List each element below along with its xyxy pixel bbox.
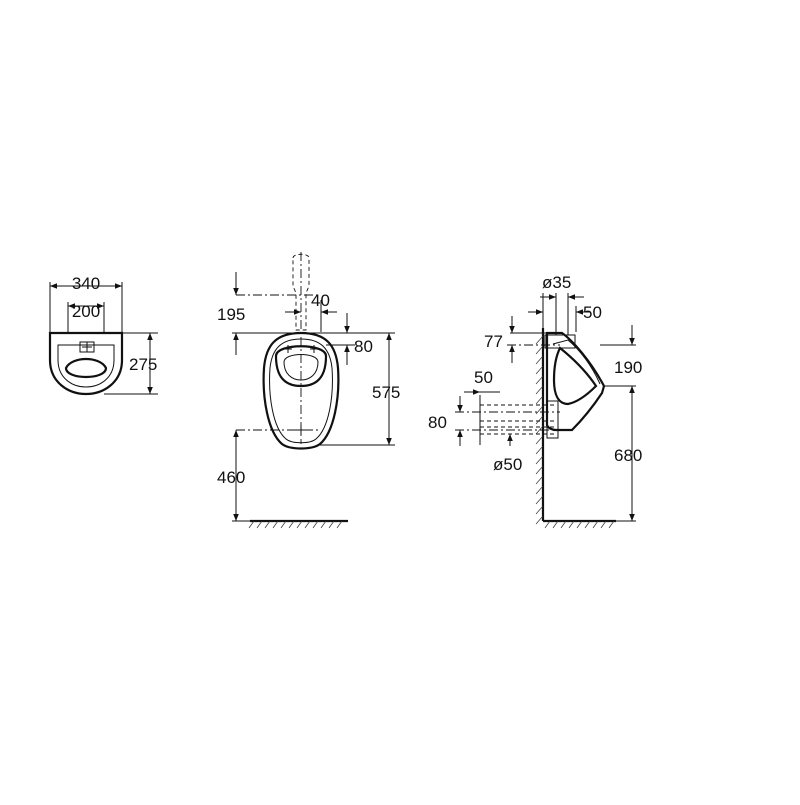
side-floor-hatch [544,520,615,529]
inlet-pipe-outline [292,253,310,331]
floor-hatch [248,520,343,529]
dim-label-50-outlet: 50 [474,368,493,387]
dim-label-575: 575 [372,383,400,402]
dim-label-680: 680 [614,446,642,465]
fixing-point-left-icon [284,345,292,353]
dim-label-200: 200 [72,302,100,321]
top-view: 340 200 275 [48,274,158,396]
dim-label-80: 80 [354,337,373,356]
dim-label-195: 195 [217,305,245,324]
side-view: ø35 50 77 190 50 80 ø50 680 [428,273,642,529]
dim-label-460: 460 [217,468,245,487]
dim-label-77: 77 [484,332,503,351]
dim-label-340: 340 [72,274,100,293]
top-view-bowl [48,331,124,396]
dim-label-d35: ø35 [542,273,571,292]
wall-hatch [535,335,544,525]
dim-label-190: 190 [614,358,642,377]
outlet-marker-icon [296,425,306,435]
dim-label-50-top: 50 [583,303,602,322]
dim-label-80-outlet: 80 [428,413,447,432]
dim-label-40: 40 [311,291,330,310]
front-view: 195 40 80 575 460 [217,252,400,529]
side-view-bowl [545,331,606,432]
dim-label-275: 275 [129,355,157,374]
front-view-bowl [262,331,340,450]
outlet-connector [546,400,559,439]
fixing-point-right-icon [310,345,318,353]
dim-label-d50: ø50 [493,455,522,474]
